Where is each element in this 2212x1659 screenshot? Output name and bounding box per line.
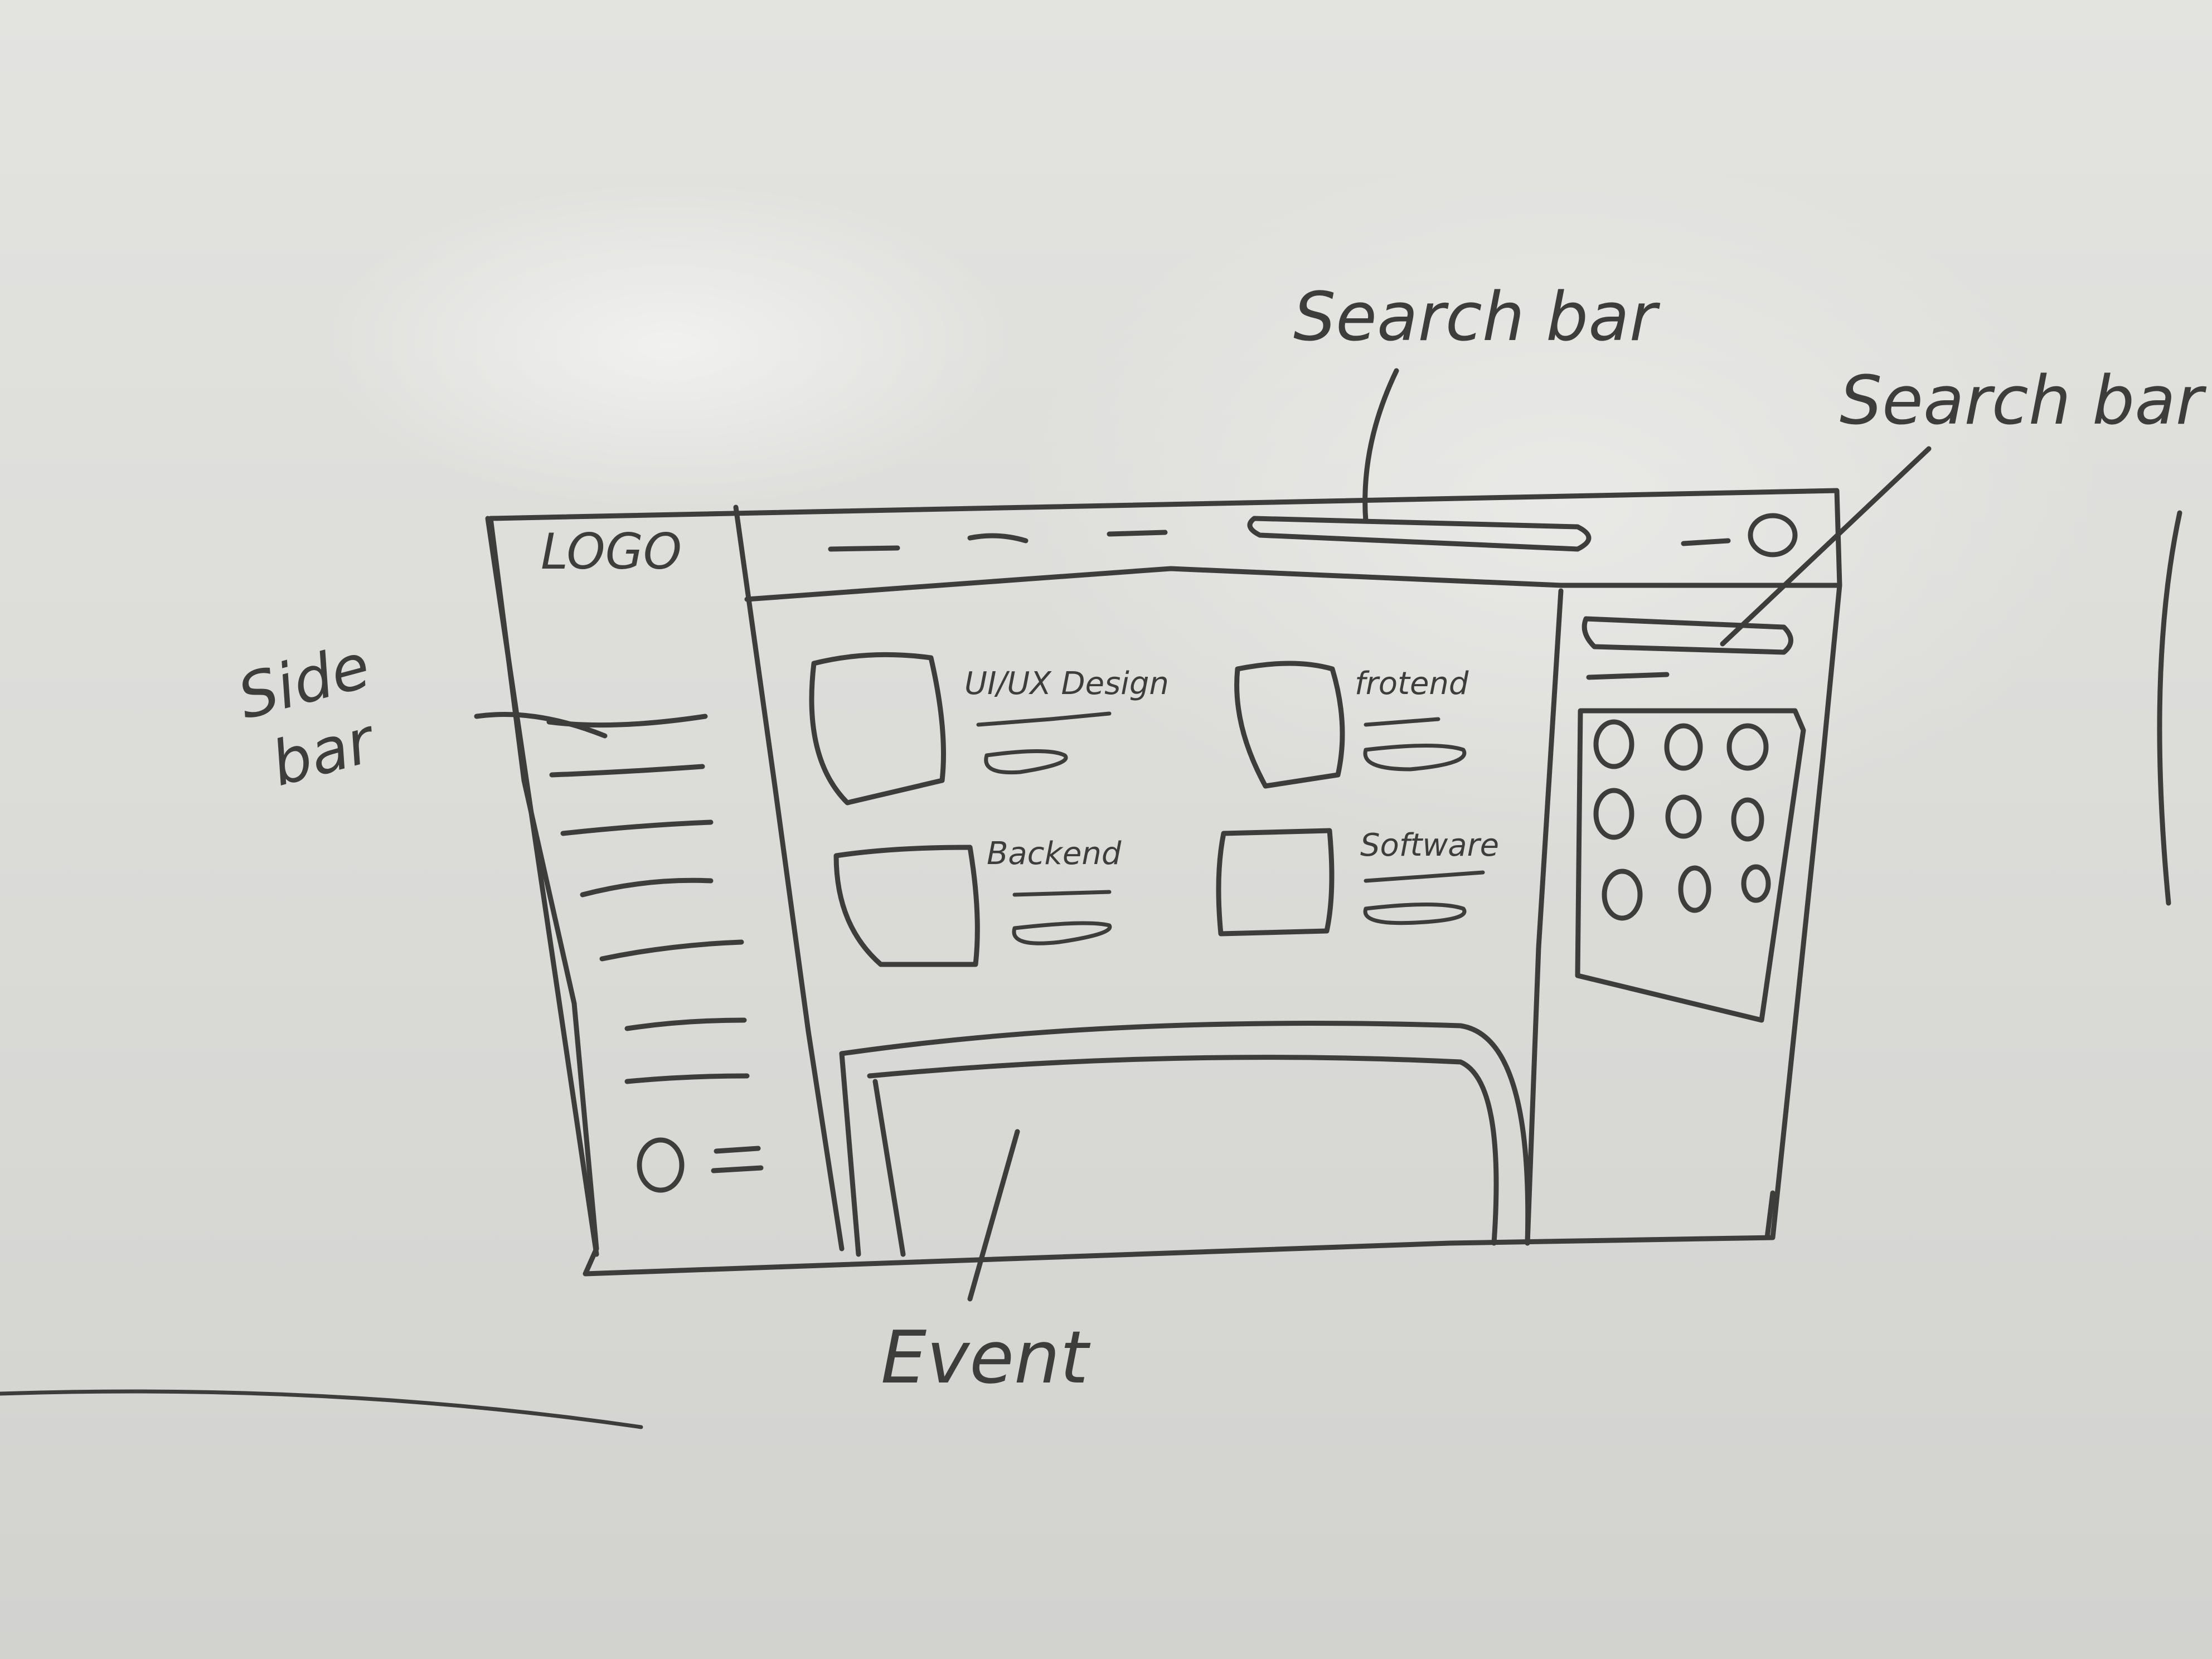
board-edge-mark — [2157, 510, 2182, 906]
calendar-dot — [1678, 865, 1711, 913]
pointer-sidebar — [474, 712, 608, 739]
sidebar-line — [560, 819, 714, 836]
card-pill — [1012, 921, 1112, 945]
annotation-event: Event — [881, 1315, 1090, 1400]
pointer-search-right — [1720, 446, 1932, 647]
calendar-dot — [1726, 723, 1769, 771]
frame-outline — [488, 488, 1842, 1277]
calendar-dot — [1731, 797, 1764, 842]
event-banner — [839, 1021, 1531, 1246]
sidebar-avatar-line — [711, 1165, 764, 1173]
event-banner-left — [839, 1051, 861, 1257]
sidebar-avatar-line — [714, 1146, 761, 1154]
sidebar-line — [599, 939, 744, 962]
event-banner-inner — [867, 1055, 1499, 1246]
annotation-search-bar-top: Search bar — [1293, 279, 1661, 356]
card-thumbnail — [1234, 661, 1345, 789]
card-line — [1364, 870, 1485, 883]
board-edge-mark — [0, 1389, 643, 1429]
right-panel-divider — [1525, 588, 1564, 1246]
right-search-bar — [1582, 616, 1793, 655]
card-title: UI/UX Design — [964, 666, 1169, 702]
pointer-event — [967, 1129, 1020, 1302]
annotation-search-bar-right: Search bar — [1840, 362, 2207, 440]
event-banner-left-inner — [872, 1079, 906, 1257]
card-line — [1012, 890, 1112, 897]
calendar-dot — [1593, 719, 1634, 769]
card-line — [976, 711, 1112, 727]
right-panel-edge — [1764, 1190, 1776, 1240]
card-thumbnail — [1216, 828, 1335, 937]
nav-dash-3 — [1107, 530, 1168, 537]
card-title: Backend — [987, 836, 1122, 872]
header-search-bar — [1247, 516, 1592, 552]
sidebar-line — [624, 1017, 747, 1031]
sidebar-divider — [733, 505, 845, 1251]
sidebar-line — [624, 1073, 750, 1084]
card-thumbnail — [809, 652, 946, 806]
pointer-search-top — [1362, 368, 1399, 524]
calendar-dot — [1664, 723, 1703, 771]
calendar-dot — [1665, 794, 1702, 839]
calendar-dot — [1593, 788, 1634, 840]
card-line — [1364, 717, 1440, 727]
logo-text: LOGO — [541, 523, 682, 580]
nav-dash-2 — [967, 533, 1029, 544]
right-panel-dash — [1586, 672, 1670, 680]
calendar-dot — [1741, 864, 1771, 903]
sidebar-line — [580, 877, 714, 898]
sidebar-line — [549, 764, 705, 778]
card-pill — [984, 749, 1068, 775]
nav-dash-1 — [828, 545, 900, 552]
frame-left-edge — [485, 516, 599, 1257]
card-pill — [1363, 744, 1467, 772]
sidebar-avatar-icon — [637, 1137, 685, 1193]
calendar-box — [1575, 708, 1806, 1023]
calendar-dot — [1602, 869, 1643, 921]
card-title: frotend — [1355, 666, 1469, 702]
header-divider — [744, 566, 1842, 602]
card-pill — [1363, 903, 1467, 925]
card-title: Software — [1360, 827, 1499, 864]
profile-icon — [1748, 513, 1798, 557]
card-thumbnail — [833, 845, 980, 967]
profile-dash — [1681, 538, 1731, 546]
